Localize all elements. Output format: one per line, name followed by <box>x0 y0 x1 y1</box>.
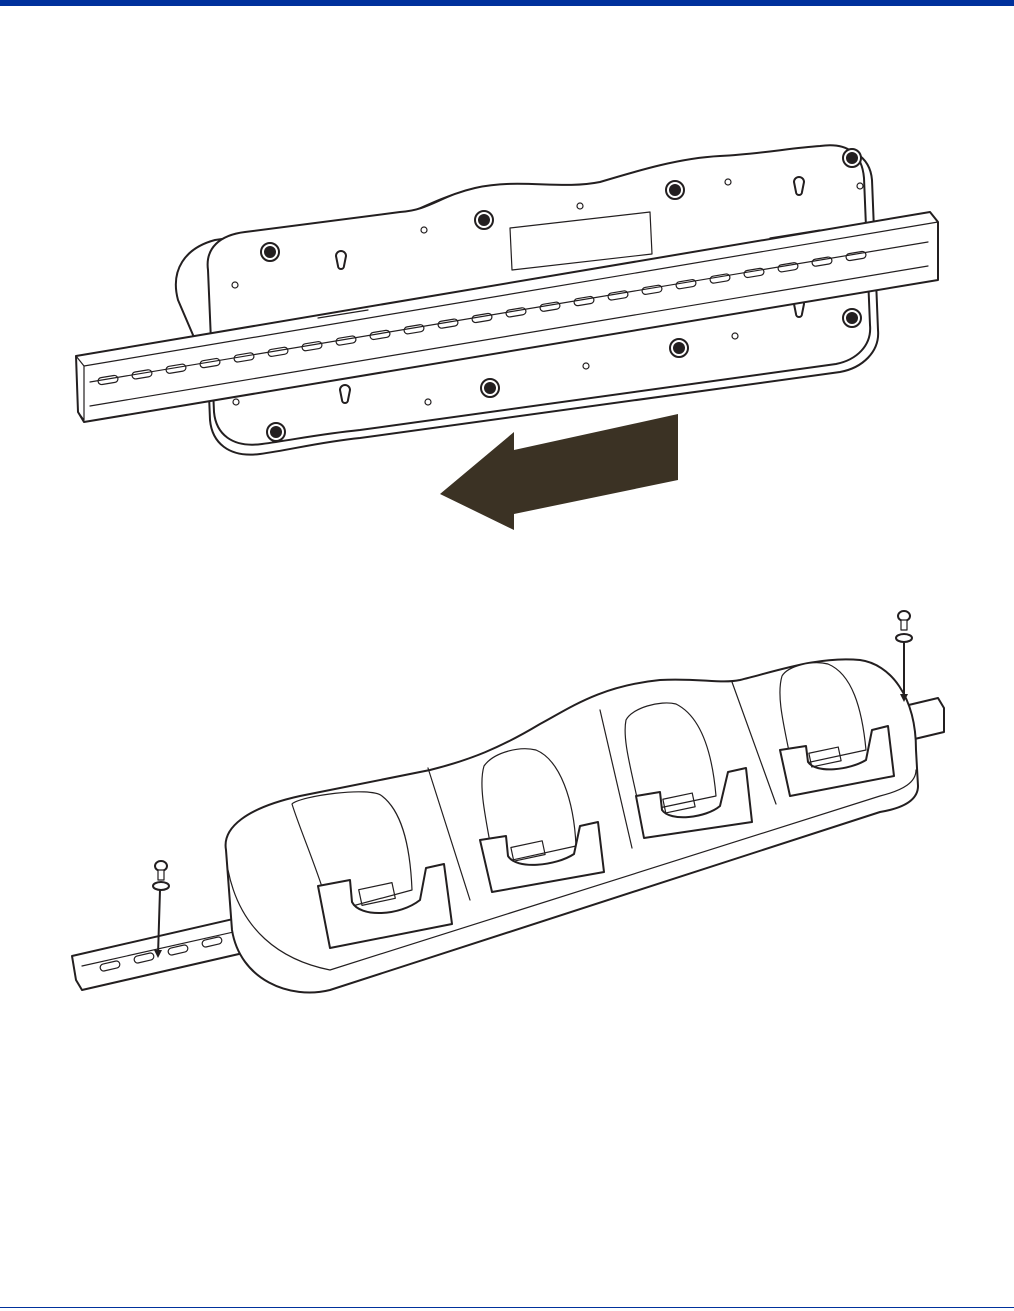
footer-rule <box>0 1307 1014 1308</box>
slide-direction-arrow <box>440 414 678 530</box>
four-bay-dock-with-screws-figure <box>0 600 1014 1020</box>
header-rule <box>0 0 1014 6</box>
dock-bottom-on-din-rail-figure <box>0 120 1014 540</box>
